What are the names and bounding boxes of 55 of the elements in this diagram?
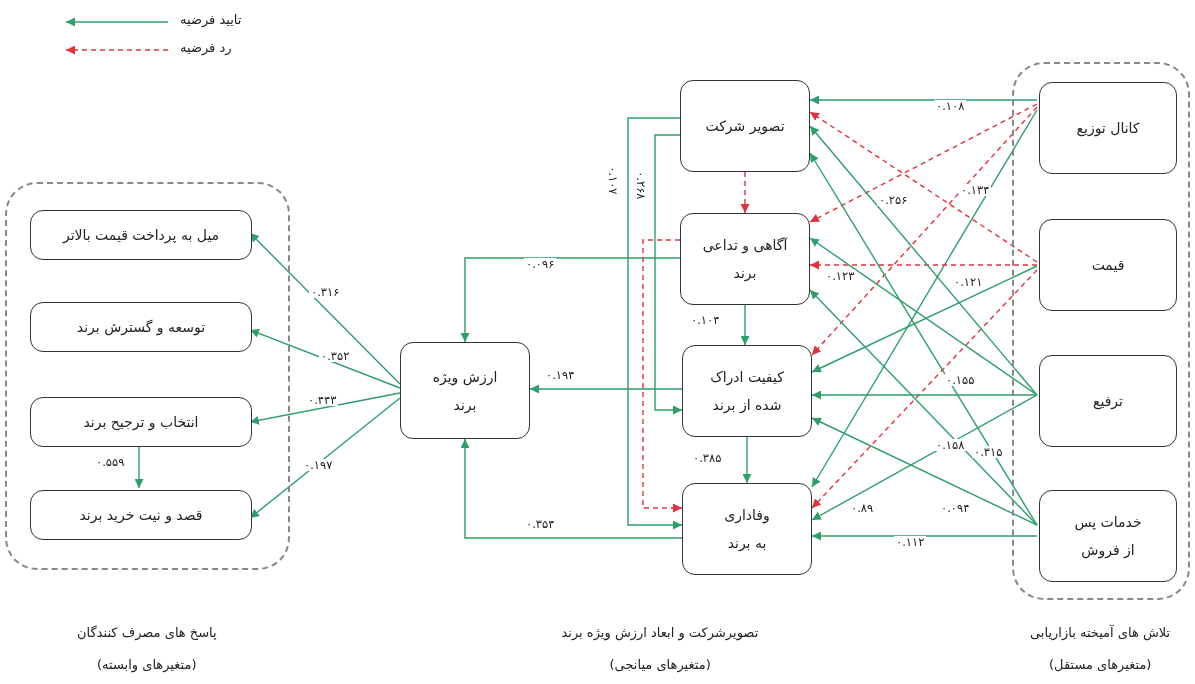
dashed-arrow [811, 106, 1038, 356]
variable-box: ترفیع [1039, 355, 1177, 447]
column-subheading: (متغیرهای میانجی) [609, 656, 711, 672]
arrow [742, 436, 752, 484]
variable-box: توسعه و گسترش برند [30, 302, 252, 352]
column-heading: تصویرشرکت و ابعاد ارزش ویژه برند [561, 624, 759, 640]
arrow [809, 289, 1038, 526]
dashed-arrow [811, 269, 1038, 509]
arrow [809, 125, 1038, 396]
arrow [811, 417, 1038, 526]
arrow [811, 390, 1038, 400]
column-heading: تلاش های آمیخته بازاریابی [1030, 624, 1171, 640]
dashed-arrow [740, 171, 750, 214]
variable-box: کانال توزیع [1039, 82, 1177, 174]
arrow [809, 152, 1038, 526]
arrow [654, 134, 683, 415]
column-heading: پاسخ های مصرف کنندگان [77, 624, 217, 640]
edge-label: ۰.۲۵۶ [877, 193, 910, 207]
dashed-group-frame [5, 182, 290, 570]
column-subheading: (متغیرهای مستقل) [1049, 656, 1152, 672]
dashed-group-frame [1012, 62, 1190, 600]
edge-label: ۰.۱۵۵ [944, 373, 977, 387]
dashed-arrow [809, 111, 1038, 263]
arrow [809, 95, 1038, 105]
dashed-arrow [642, 239, 683, 513]
variable-box: قصد و نیت خرید برند [30, 490, 252, 540]
dashed-arrow [809, 103, 1038, 223]
arrow [460, 438, 683, 539]
legend-text: تایید فرضیه [180, 12, 242, 27]
arrow [529, 384, 683, 394]
edge-label: ۰.۳۱۵ [972, 445, 1005, 459]
edge-label: ۰.۳۵۲ [319, 349, 352, 363]
column-subheading: (متغیرهای وابسته) [97, 656, 197, 672]
edge-label: ۰.۱۳۴ [959, 183, 992, 197]
arrow [811, 109, 1038, 488]
arrow [809, 237, 1038, 396]
arrow [811, 394, 1038, 521]
variable-box: انتخاب و ترجیح برند [30, 397, 252, 447]
arrow [811, 531, 1038, 541]
variable-box: قیمت [1039, 219, 1177, 311]
variable-box: میل به پرداخت قیمت بالاتر [30, 210, 252, 260]
variable-box: آگاهی و تداعی برند [680, 213, 810, 305]
edge-label: ۰.۱۵۸ [934, 438, 967, 452]
variable-box: تصویر شرکت [680, 80, 810, 172]
legend-text: رد فرضیه [180, 40, 232, 55]
variable-box: ارزش ویژه برند [400, 342, 530, 439]
arrow [740, 304, 750, 346]
variable-box: خدمات پس از فروش [1039, 490, 1177, 582]
variable-box: وفاداری به برند [682, 483, 812, 575]
arrow [460, 257, 681, 343]
dashed-arrow [809, 260, 1038, 270]
arrow [811, 265, 1038, 373]
arrow [627, 117, 683, 530]
edge-label: ۰.۳۱۶ [309, 285, 342, 299]
variable-box: کیفیت ادراک شده از برند [682, 345, 812, 437]
